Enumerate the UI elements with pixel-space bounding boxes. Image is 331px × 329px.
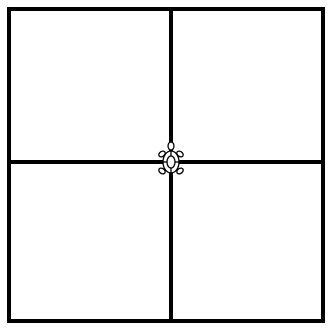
turtle-tail [170,174,172,179]
turtle-head [168,142,174,150]
